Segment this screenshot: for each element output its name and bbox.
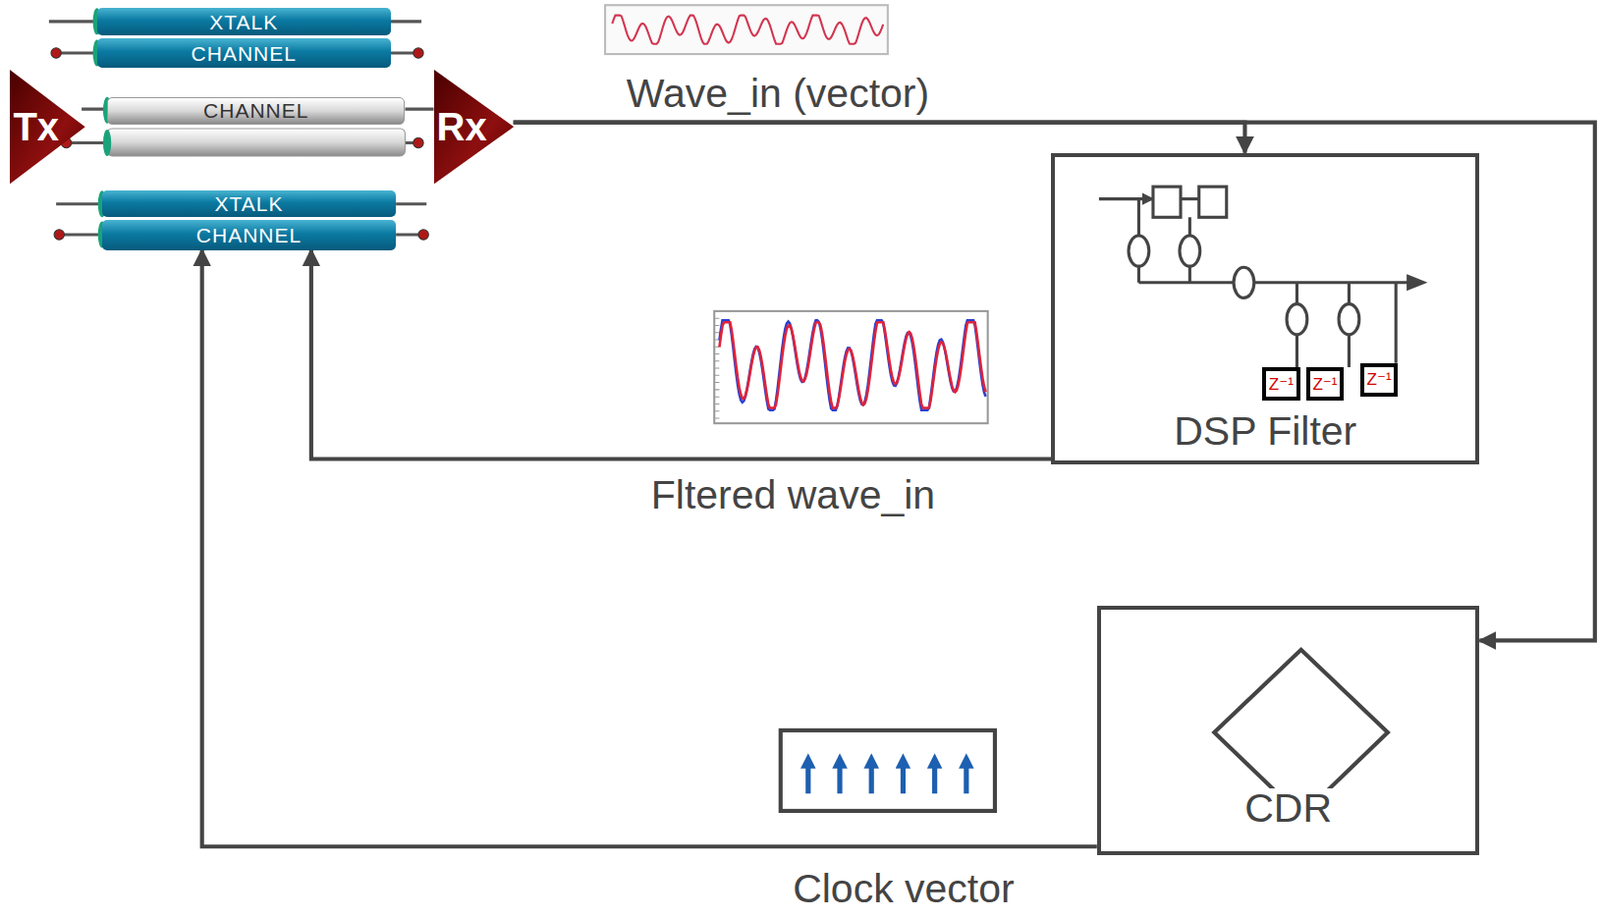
- clock-edge-arrow: [963, 761, 969, 794]
- signal-label: Wave_in (vector): [624, 73, 932, 114]
- tap-weight: [1286, 304, 1308, 335]
- terminal-dot: [413, 137, 424, 148]
- channel-wires: [49, 21, 435, 235]
- clock-edge-arrow: [932, 761, 938, 794]
- terminal-dots: [51, 48, 429, 240]
- filtered-waveform: [718, 322, 986, 408]
- node-label: XTALK: [209, 11, 278, 33]
- xtalk-channel-tube: CHANNEL: [102, 220, 396, 250]
- input-waveform: [611, 15, 883, 45]
- box-title: CDR: [1242, 788, 1334, 829]
- process-box: CDR: [1097, 606, 1481, 855]
- clock-edges: [808, 761, 967, 794]
- clock-edge-arrow: [836, 761, 842, 794]
- delay-label: Z⁻¹: [1360, 363, 1398, 397]
- filtered-waveform: [718, 320, 986, 410]
- clock-edge-arrow: [805, 761, 811, 794]
- clock-edge-arrow: [869, 761, 875, 794]
- node-label: CHANNEL: [191, 43, 297, 64]
- delay-label: Z⁻¹: [1306, 367, 1344, 401]
- delay-box: [1153, 186, 1181, 218]
- box-title: DSP Filter: [1171, 411, 1359, 452]
- tap-weight: [1338, 304, 1360, 335]
- xtalk-channel-tube: XTALK: [97, 7, 391, 36]
- plot-ticks: [714, 318, 719, 419]
- clock-vector-box: [780, 730, 995, 812]
- triangle-shape: [434, 69, 514, 184]
- tube-cap: [103, 129, 111, 157]
- signal-arrow: [202, 250, 1098, 848]
- node-label: XTALK: [214, 193, 283, 215]
- waveforms: [611, 15, 986, 419]
- filter-wire: [1180, 197, 1200, 201]
- process-box: DSP Filter: [1050, 153, 1480, 465]
- filter-input: [1099, 197, 1154, 201]
- terminal-dot: [51, 48, 61, 58]
- xtalk-channel-tube: XTALK: [102, 190, 396, 218]
- feedback-wire: [1296, 282, 1396, 368]
- channel-tube: [107, 128, 405, 157]
- node-label: Rx: [437, 107, 488, 147]
- node-label: CHANNEL: [196, 224, 302, 246]
- signal-arrow: [513, 122, 1246, 154]
- tap-weight: [1179, 235, 1201, 267]
- channel-tube: CHANNEL: [107, 97, 405, 125]
- filter-wire: [1138, 199, 1419, 283]
- clock-edge-arrow: [900, 761, 906, 794]
- plot-frame: [714, 311, 988, 424]
- buffer-triangle: Tx: [9, 69, 86, 184]
- filter-output-head: [1408, 276, 1425, 289]
- tap-weight: [1128, 235, 1150, 267]
- fir-filter-symbol: [1099, 186, 1424, 368]
- signal-arrow: [513, 122, 1596, 642]
- signal-label: Fltered wave_in: [649, 475, 938, 516]
- terminal-dot: [54, 229, 64, 240]
- signal-arrow: [311, 250, 1051, 460]
- node-label: CHANNEL: [203, 100, 309, 121]
- terminal-dot: [418, 229, 429, 240]
- signal-label: Clock vector: [790, 869, 1017, 910]
- buffer-triangle: Rx: [434, 69, 514, 184]
- summer: [1233, 267, 1255, 298]
- triangle-shape: [9, 69, 86, 184]
- terminal-dot: [413, 48, 424, 58]
- node-label: Tx: [12, 107, 59, 147]
- delay-label: Z⁻¹: [1262, 367, 1300, 401]
- waveform-frame: [605, 4, 888, 55]
- xtalk-channel-tube: CHANNEL: [97, 38, 391, 67]
- delay-box: [1199, 186, 1227, 218]
